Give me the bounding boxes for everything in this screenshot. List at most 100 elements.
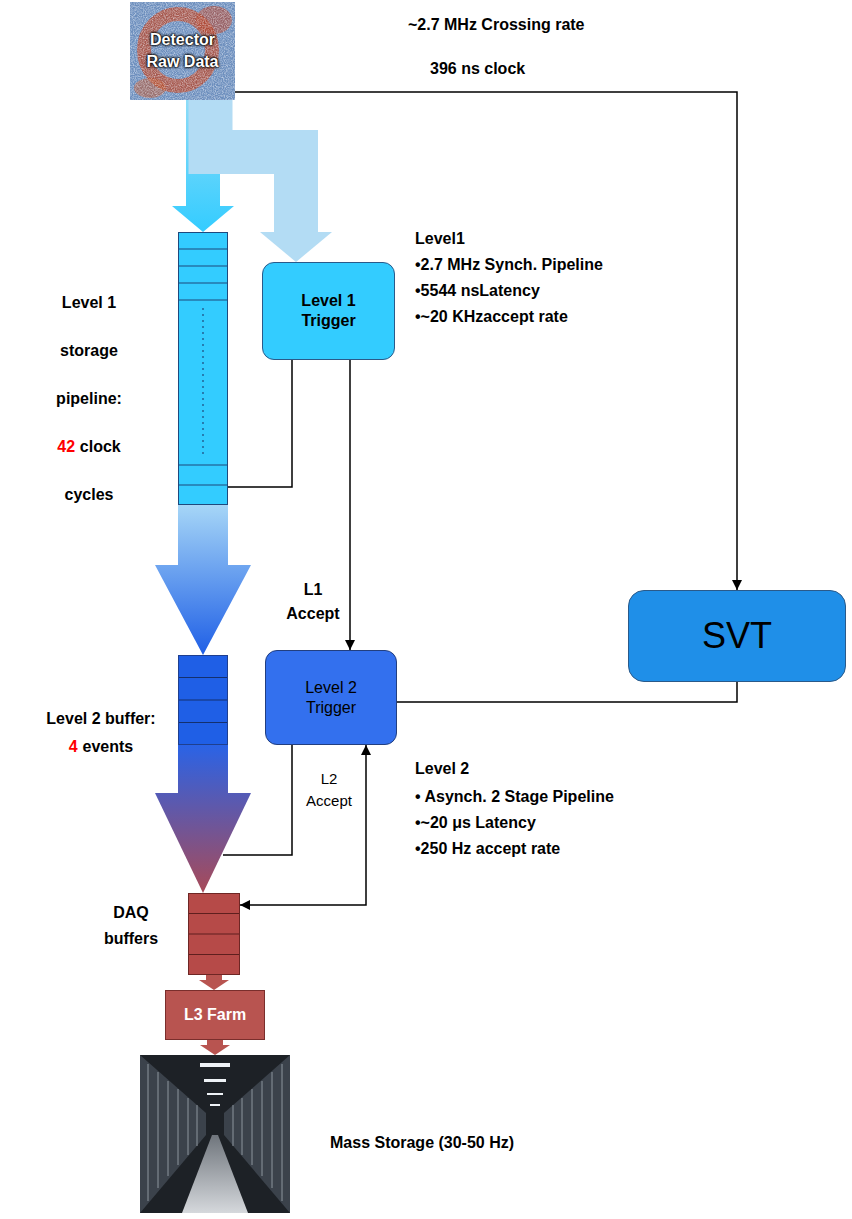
signal-line bbox=[350, 360, 351, 650]
spec-note: • Asynch. 2 Stage Pipeline bbox=[415, 788, 614, 805]
rack-stripes bbox=[148, 1064, 282, 1201]
arrow-head bbox=[199, 980, 229, 990]
detector-picture bbox=[130, 2, 235, 100]
cell-line bbox=[178, 677, 228, 678]
buffer-fill bbox=[178, 655, 228, 745]
stripe bbox=[242, 1098, 243, 1155]
light bbox=[204, 1079, 226, 1082]
stage-heading: Level 2 bbox=[415, 760, 469, 777]
text-holder: Level 1 Trigger bbox=[263, 263, 394, 359]
stripe bbox=[197, 1105, 198, 1146]
label-holder: •~20 μs Latency bbox=[415, 812, 536, 834]
signal-line bbox=[240, 745, 366, 905]
signal-path bbox=[397, 682, 737, 702]
arrow-head bbox=[200, 1045, 230, 1055]
storage-label: Mass Storage (30-50 Hz) bbox=[330, 1134, 514, 1151]
detector-ground bbox=[130, 2, 235, 100]
arrow-head bbox=[260, 232, 332, 262]
daq-buffers: DAQ buffers bbox=[188, 893, 240, 975]
trigger-box: Level 2 Trigger bbox=[265, 650, 397, 745]
stripe bbox=[272, 1072, 273, 1188]
depth-number: 42 bbox=[57, 438, 75, 455]
arrow-head bbox=[172, 206, 234, 232]
aisle-floor bbox=[182, 1135, 248, 1213]
text-holder: L3 Farm bbox=[166, 991, 264, 1039]
text-holder: Detector Raw Data bbox=[130, 2, 235, 100]
label-holder: •5544 nsLatency bbox=[415, 280, 540, 302]
mass-storage-image: Mass Storage (30-50 Hz) bbox=[140, 1055, 290, 1213]
arrow-body bbox=[211, 100, 297, 233]
storage-photo bbox=[140, 1055, 290, 1213]
cell-line bbox=[188, 954, 240, 955]
cell-line bbox=[178, 299, 228, 300]
pipeline-fill bbox=[178, 232, 228, 505]
label-holder: •~20 KHzaccept rate bbox=[415, 306, 568, 328]
cell-line bbox=[188, 933, 240, 934]
photo-ground bbox=[140, 1055, 290, 1213]
cell-dividers bbox=[178, 249, 228, 485]
svt-box: SVT bbox=[628, 590, 846, 682]
label-holder: •250 Hz accept rate bbox=[415, 838, 560, 860]
stripe bbox=[262, 1081, 263, 1176]
stripe bbox=[178, 1089, 179, 1165]
cell-line bbox=[188, 913, 240, 914]
image-caption: Detector Raw Data bbox=[141, 29, 225, 73]
stripe bbox=[168, 1081, 169, 1176]
daq-fill bbox=[188, 893, 240, 975]
stripe bbox=[282, 1064, 283, 1201]
stripe bbox=[158, 1072, 159, 1188]
signal-path bbox=[228, 360, 292, 487]
label-holder: • Asynch. 2 Stage Pipeline bbox=[415, 786, 614, 808]
signal-line bbox=[235, 92, 737, 590]
pipeline-cells bbox=[178, 232, 228, 505]
text-holder: Level 1 storage pipeline:42clock cycles bbox=[41, 279, 137, 519]
box-title: Level 1 Trigger bbox=[284, 291, 374, 331]
spec-note: •~20 μs Latency bbox=[415, 814, 536, 831]
arrow-head bbox=[155, 793, 251, 893]
edge-label-holder: L2 Accept bbox=[297, 768, 361, 812]
arrow-body bbox=[178, 745, 228, 794]
label-holder: Level1 bbox=[415, 228, 465, 250]
cell-line bbox=[178, 722, 228, 723]
stripe bbox=[233, 1105, 234, 1146]
signal-path bbox=[349, 360, 351, 650]
cell-line bbox=[178, 265, 228, 266]
flow-arrow bbox=[200, 1040, 230, 1055]
light bbox=[207, 1093, 223, 1095]
buffer-label: Level 2 buffer: bbox=[31, 705, 171, 733]
stripe bbox=[148, 1064, 149, 1201]
flow-arrow bbox=[211, 100, 333, 262]
cell-line bbox=[178, 248, 228, 249]
signal-line bbox=[228, 360, 292, 487]
light bbox=[210, 1104, 220, 1106]
depth-unit: events bbox=[83, 738, 134, 755]
cell-line bbox=[178, 282, 228, 283]
text-holder: DAQ buffers bbox=[96, 900, 166, 952]
flow-arrow bbox=[155, 745, 251, 893]
flow-arrow bbox=[155, 505, 251, 655]
arrow-head bbox=[155, 565, 251, 655]
signal-path bbox=[240, 745, 366, 905]
farm-box: L3 Farm bbox=[165, 990, 265, 1040]
spec-note: ~2.7 MHz Crossing rate bbox=[408, 16, 585, 33]
trigger-box: Level 1 Trigger bbox=[262, 262, 395, 360]
box-title: SVT bbox=[702, 615, 772, 657]
signal-line bbox=[397, 682, 737, 702]
light bbox=[200, 1063, 230, 1067]
dotted-line bbox=[202, 308, 203, 458]
ceiling-lights bbox=[200, 1063, 230, 1106]
storage-pipeline: Level 1 storage pipeline:42clock cycles bbox=[178, 232, 228, 505]
level2-buffer: Level 2 buffer:4events bbox=[178, 655, 228, 745]
text-holder: Level 2 Trigger bbox=[266, 651, 396, 744]
stripe bbox=[188, 1098, 189, 1155]
spec-note: •~20 KHzaccept rate bbox=[415, 308, 568, 325]
text-holder: SVT bbox=[629, 591, 845, 681]
spec-note: •2.7 MHz Synch. Pipeline bbox=[415, 256, 603, 273]
edge-label-holder: L1 Accept bbox=[282, 578, 344, 626]
detector-image: Detector Raw Data bbox=[130, 2, 235, 100]
pipeline-label: Level 1 storage pipeline: bbox=[41, 279, 137, 423]
cell-line bbox=[178, 699, 228, 700]
signal-path bbox=[235, 92, 737, 590]
